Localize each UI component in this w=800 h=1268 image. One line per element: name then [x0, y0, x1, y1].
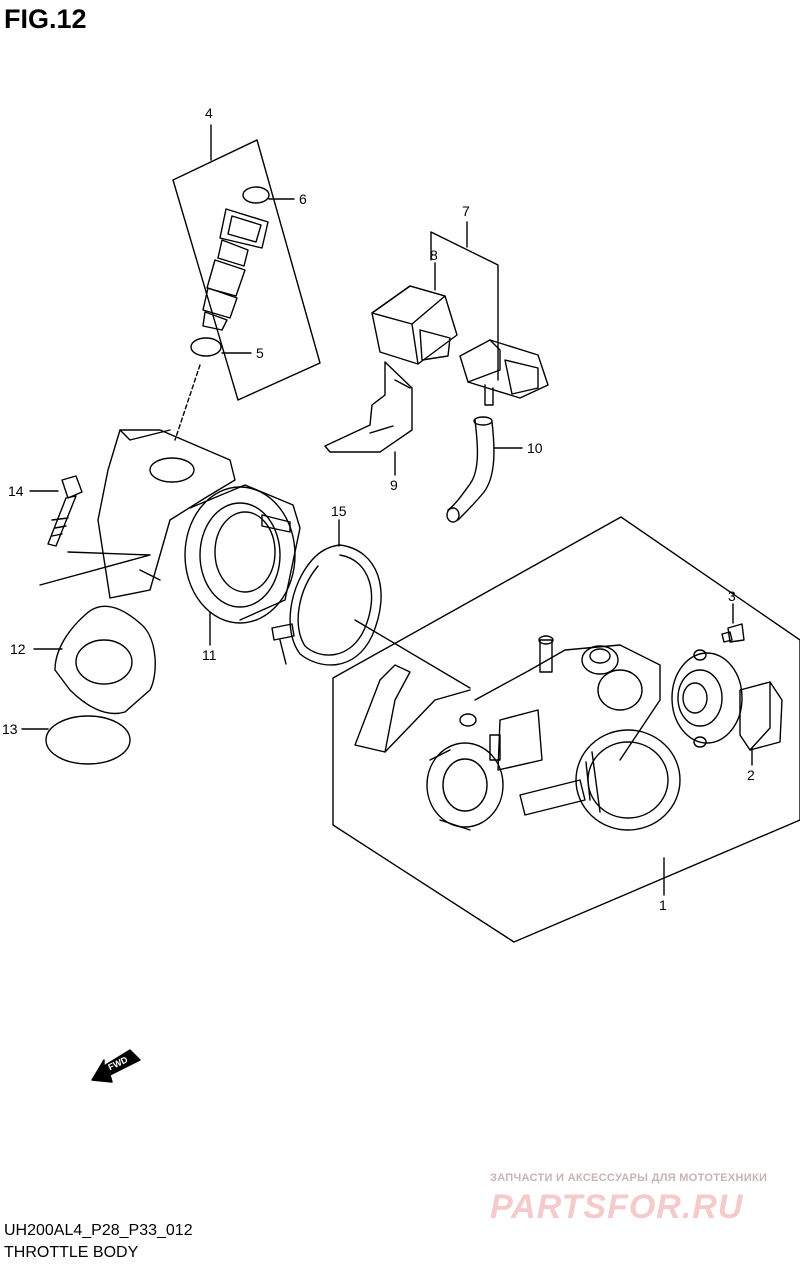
group-frame-sensor	[430, 231, 499, 381]
callout-15: 15	[331, 503, 347, 519]
callout-3: 3	[728, 588, 736, 604]
o-ring-5	[190, 337, 222, 357]
callout-7: 7	[462, 203, 470, 219]
map-sensor-7	[459, 339, 549, 406]
callout-8: 8	[430, 247, 438, 263]
o-ring-6	[242, 186, 270, 204]
screw-3	[721, 623, 745, 643]
vacuum-hose-10	[446, 416, 495, 523]
diagram-name: THROTTLE BODY	[4, 1244, 139, 1261]
callout-13: 13	[2, 721, 18, 737]
callout-1: 1	[659, 897, 667, 913]
fuel-injector	[202, 208, 269, 331]
gasket-12	[54, 605, 156, 715]
group-frame-injector	[172, 139, 321, 401]
bolt-14	[47, 475, 83, 547]
callout-4: 4	[205, 105, 213, 121]
callout-12: 12	[10, 641, 26, 657]
figure-title: FIG.12	[4, 4, 87, 34]
intake-pipe-11	[97, 429, 301, 624]
sensor-bracket-9	[324, 361, 413, 453]
throttle-body-1	[354, 635, 681, 831]
callout-9: 9	[390, 477, 398, 493]
watermark-tagline: ЗАПЧАСТИ И АКСЕССУАРЫ ДЛЯ МОТОТЕХНИКИ	[490, 1172, 768, 1184]
fwd-arrow-icon	[91, 1049, 141, 1083]
clamp-15	[271, 544, 382, 666]
group-frame-throttle-body	[332, 516, 800, 943]
diagram-code: UH200AL4_P28_P33_012	[4, 1222, 193, 1239]
tp-sensor-2	[671, 649, 783, 751]
callout-6: 6	[299, 191, 307, 207]
callout-11: 11	[202, 647, 217, 663]
sensor-cover-8	[371, 285, 458, 365]
o-ring-13	[45, 715, 131, 765]
callout-2: 2	[747, 767, 755, 783]
watermark-brand: PARTSFOR.RU	[490, 1188, 744, 1226]
callout-5: 5	[256, 345, 264, 361]
callout-14: 14	[8, 483, 24, 499]
callout-10: 10	[527, 440, 543, 456]
